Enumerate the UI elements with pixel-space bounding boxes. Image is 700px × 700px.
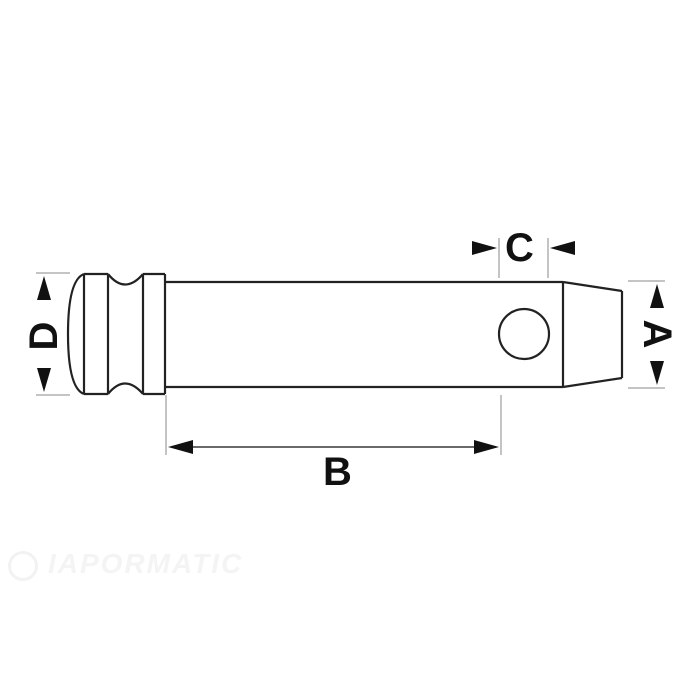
pin-shank xyxy=(165,280,624,389)
watermark-text: IAPORMATIC xyxy=(48,548,244,579)
label-a: A xyxy=(635,319,679,349)
dimension-d xyxy=(37,276,51,392)
pin-head xyxy=(66,272,167,396)
watermark-logo-icon xyxy=(8,550,38,581)
label-c: C xyxy=(505,226,534,270)
dimension-a xyxy=(650,284,664,385)
dimension-c xyxy=(472,241,575,255)
watermark: IAPORMATIC xyxy=(8,548,243,581)
cross-hole xyxy=(497,307,551,361)
dimension-b xyxy=(168,440,499,454)
label-b: B xyxy=(323,450,352,494)
extension-lines xyxy=(36,238,665,455)
label-d: D xyxy=(22,321,66,351)
